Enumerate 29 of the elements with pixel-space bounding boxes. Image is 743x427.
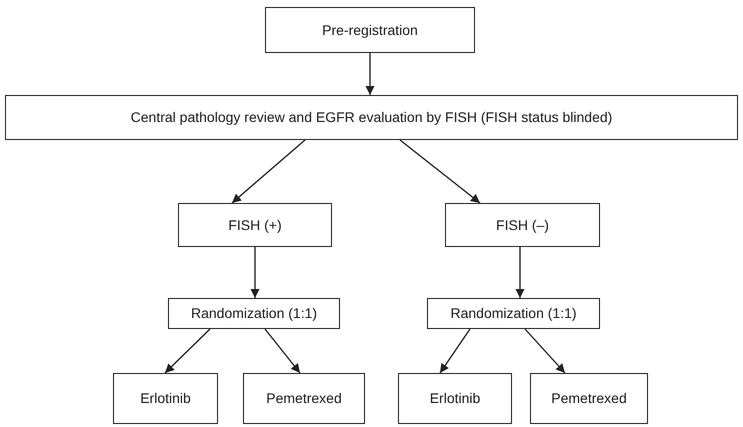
arrow: [264, 328, 300, 374]
process-box: [445, 203, 600, 247]
arrow: [439, 328, 471, 374]
box-label: Erlotinib: [140, 390, 191, 407]
process-box: [243, 373, 365, 424]
arrow: [232, 140, 306, 204]
box-label: Pre-registration: [322, 22, 418, 38]
process-box: [265, 7, 475, 53]
arrow: [164, 328, 210, 374]
process-box: [178, 203, 332, 247]
process-box: [168, 298, 340, 329]
process-box: [5, 95, 738, 140]
box-label: Randomization (1:1): [450, 305, 577, 322]
box-label: FISH (–): [496, 216, 549, 234]
arrow: [515, 247, 525, 298]
box-label: Central pathology review and EGFR evaluation by FISH (FISH status blinded): [130, 109, 612, 126]
arrow: [250, 247, 260, 298]
box-label: Pemetrexed: [266, 390, 342, 407]
arrow: [365, 53, 375, 95]
process-box: [398, 373, 512, 424]
box-label: Pemetrexed: [551, 390, 627, 407]
box-label: Randomization (1:1): [190, 305, 318, 322]
process-box: [530, 373, 648, 424]
arrow: [400, 139, 480, 204]
process-box: [427, 298, 600, 329]
arrow: [524, 328, 566, 374]
process-box: [113, 373, 218, 424]
box-label: FISH (+): [228, 216, 282, 234]
box-label: Erlotinib: [430, 390, 480, 407]
